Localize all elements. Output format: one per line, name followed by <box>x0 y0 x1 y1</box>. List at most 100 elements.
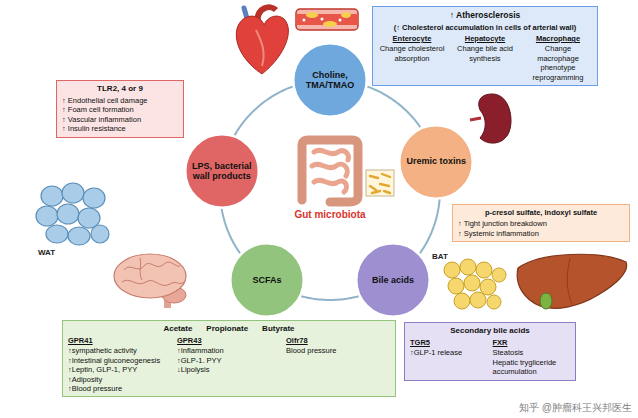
category-circle: Choline, TMA/TMAO <box>292 42 368 118</box>
circle-fill <box>357 244 430 317</box>
box-heading: Acetate <box>163 324 192 334</box>
effect-list: ↑ Endothelial cell damage↑ Foam cell for… <box>62 96 178 134</box>
column-heading: Macrophage <box>524 34 592 43</box>
circle-label: Uremic toxins <box>406 156 466 166</box>
effect-line: ↑Adiposity <box>68 375 172 384</box>
column: Olfr78Blood pressure <box>286 336 390 393</box>
ring-connector <box>222 209 240 253</box>
effect-line: ↑ Vascular inflammation <box>62 115 178 124</box>
column-heading: Enterocyte <box>378 34 446 43</box>
box-heading: TLR2, 4 or 9 <box>97 84 143 94</box>
brown-fat-cells <box>487 295 501 309</box>
effect-line: ↑Intestinal gluconeogenesis <box>68 356 172 365</box>
effect-box: ↑ Atherosclerosis(↑ Cholesterol accumula… <box>372 6 598 86</box>
column-heading: Hepatocyte <box>451 34 519 43</box>
circle-fill <box>294 44 367 117</box>
brown-fat-cells <box>480 279 496 295</box>
brain-picture <box>114 254 186 308</box>
effect-line: ↑ Foam cell formation <box>62 105 178 114</box>
white-fat-cells <box>41 186 63 206</box>
artery-picture <box>341 12 351 18</box>
kidney-picture <box>479 94 511 143</box>
effect-line: ↑Blood pressure <box>68 384 172 393</box>
artery-picture <box>296 9 358 30</box>
artery-picture <box>306 12 318 18</box>
effect-line: Change cholesterol absorption <box>378 44 446 63</box>
category-circle: Bile acids <box>355 242 431 318</box>
ring-connector <box>301 296 358 300</box>
circle-label: LPS, bacterial wall products <box>190 161 254 182</box>
kidney-picture <box>470 118 481 120</box>
box-heading-row: (↑ Cholesterol accumulation in cells of … <box>378 23 592 32</box>
column: EnterocyteChange cholesterol absorption <box>378 34 446 82</box>
effect-list: ↑ Tight junction breakdown↑ Systemic inf… <box>458 219 624 238</box>
category-circle: SCFAs <box>229 242 305 318</box>
column: GPR43↑Inflammation↑GLP-1. PYY↓Lipolysis <box>177 336 281 393</box>
artery-picture <box>303 19 306 22</box>
white-fat-cells <box>68 227 90 245</box>
effect-line: ↑ Endothelial cell damage <box>62 96 178 105</box>
tissue-label: BAT <box>432 252 448 261</box>
column: GPR41↑sympathetic activity↑Intestinal gl… <box>68 336 172 393</box>
artery-picture <box>323 21 337 27</box>
watermark: 知乎 @肿瘤科王兴邦医生 <box>519 401 632 415</box>
ring-connector <box>367 87 420 128</box>
ring-connector <box>235 87 293 136</box>
effect-line: ↑GLP-1 release <box>410 348 488 357</box>
column-heading: Olfr78 <box>286 336 390 345</box>
effect-line: ↑ Tight junction breakdown <box>458 219 624 228</box>
effect-box: AcetatePropionateButyrateGPR41↑sympathet… <box>62 320 396 397</box>
category-circle: LPS, bacterial wall products <box>184 133 260 209</box>
heart-picture <box>236 16 288 74</box>
white-fat-cells <box>83 188 105 208</box>
effect-line: Hepatic trygliceride accumulation <box>493 358 571 377</box>
white-fat-cells <box>62 183 84 203</box>
white-fat-cells <box>36 183 109 245</box>
liver-picture <box>517 254 626 309</box>
effect-line: ↓Lipolysis <box>177 365 281 374</box>
box-heading: Butyrate <box>262 324 294 334</box>
circle-fill <box>230 244 303 317</box>
tissue-label: WAT <box>38 248 55 257</box>
brain-picture <box>114 254 186 298</box>
column-row: TGR5↑GLP-1 release FXRSteatosisHepatic tr… <box>410 338 570 377</box>
intestine-picture <box>312 164 347 176</box>
column-heading: TGR5 <box>410 338 488 347</box>
brown-fat-cells <box>464 275 480 291</box>
box-heading: Secondary bile acids <box>450 326 530 336</box>
artery-picture <box>296 9 358 30</box>
intestine-picture <box>314 150 348 160</box>
brown-fat-cells <box>470 292 486 308</box>
brown-fat-cells <box>444 262 460 278</box>
bacteria-inset <box>366 170 394 196</box>
intestine-picture <box>314 180 346 192</box>
column: FXRSteatosisHepatic trygliceride accumul… <box>493 338 571 377</box>
intestine-picture <box>302 140 358 202</box>
box-heading-row: AcetatePropionateButyrate <box>68 324 390 334</box>
artery-picture <box>339 19 342 22</box>
column: MacrophageChange macrophage phenotype re… <box>524 34 592 82</box>
category-circle: Uremic toxins <box>398 124 474 200</box>
brain-picture <box>140 258 142 280</box>
column-row: GPR41↑sympathetic activity↑Intestinal gl… <box>68 336 390 393</box>
white-fat-cells <box>46 225 68 243</box>
brown-fat-cells <box>460 259 476 275</box>
effect-line: Blood pressure <box>286 346 390 355</box>
brown-fat-cells <box>448 278 464 294</box>
brown-fat-cells <box>476 262 492 278</box>
center-title: Gut microbiota <box>294 209 365 220</box>
column-heading: GPR43 <box>177 336 281 345</box>
box-heading: p-cresol sulfate, Indoxyl sulfate <box>485 208 597 217</box>
effect-line: Steatosis <box>493 348 571 357</box>
column-row: EnterocyteChange cholesterol absorptionH… <box>378 34 592 82</box>
column-heading: FXR <box>493 338 571 347</box>
box-heading-row: p-cresol sulfate, Indoxyl sulfate <box>458 208 624 217</box>
effect-box: Secondary bile acidsTGR5↑GLP-1 release FX… <box>404 322 576 381</box>
column: HepatocyteChange bile acid synthesis <box>451 34 519 82</box>
white-fat-cells <box>57 204 79 224</box>
bacteria-inset <box>370 174 390 193</box>
circle-fill <box>185 134 258 207</box>
box-heading-row: TLR2, 4 or 9 <box>62 84 178 94</box>
effect-box: TLR2, 4 or 9 ↑ Endothelial cell damage↑ F… <box>56 80 184 138</box>
bacteria-inset <box>366 170 394 196</box>
